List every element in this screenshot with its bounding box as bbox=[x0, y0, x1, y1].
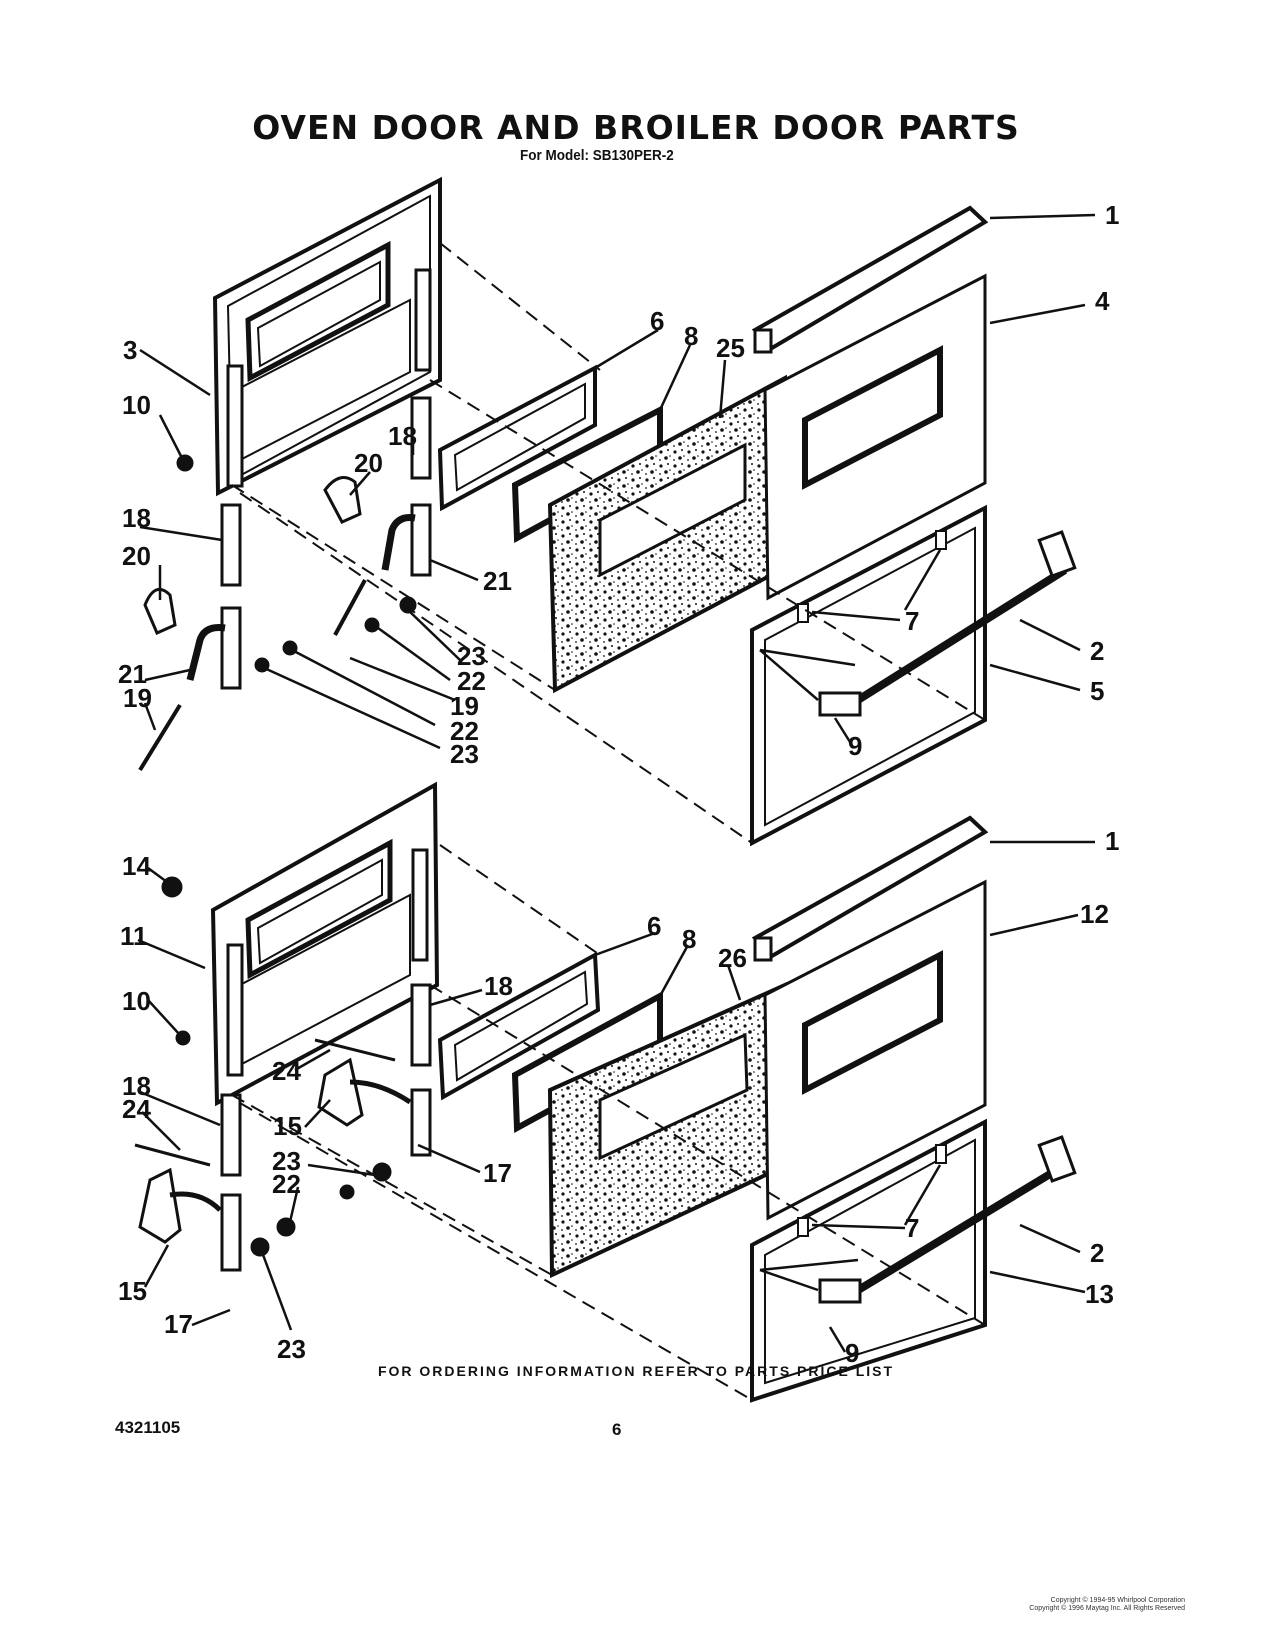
callout-18: 18 bbox=[122, 503, 151, 533]
callout-21: 21 bbox=[483, 566, 512, 596]
callout-8: 8 bbox=[684, 321, 698, 351]
callout-22: 22 bbox=[457, 666, 486, 696]
callout-17: 17 bbox=[164, 1309, 193, 1339]
callout-20: 20 bbox=[122, 541, 151, 571]
callout-17: 17 bbox=[483, 1158, 512, 1188]
callout-23: 23 bbox=[272, 1146, 301, 1176]
oven-door-assembly bbox=[138, 176, 1077, 847]
hinge-arm-left bbox=[186, 624, 226, 681]
callout-19: 19 bbox=[123, 683, 152, 713]
copyright-notice: Copyright © 1994-95 Whirlpool Corporatio… bbox=[985, 1597, 1185, 1613]
callout-22: 22 bbox=[272, 1169, 301, 1199]
rod-left bbox=[134, 1143, 211, 1167]
callout-9: 9 bbox=[845, 1338, 859, 1368]
callout-13: 13 bbox=[1085, 1279, 1114, 1309]
callout-8: 8 bbox=[682, 924, 696, 954]
page-number: 6 bbox=[612, 1420, 622, 1439]
callout-10: 10 bbox=[122, 390, 151, 420]
copyright-line-1: Copyright © 1994-95 Whirlpool Corporatio… bbox=[1050, 1597, 1185, 1604]
door-handle-oven bbox=[847, 566, 1068, 709]
callout-5: 5 bbox=[1090, 676, 1104, 706]
callout-11: 11 bbox=[120, 921, 148, 951]
callout-6: 6 bbox=[650, 306, 664, 336]
insulated-inner-door-broiler bbox=[547, 981, 790, 1279]
hinge-arm-right bbox=[381, 514, 416, 571]
hinge-spring-left bbox=[138, 703, 182, 772]
hinge-right-broiler bbox=[410, 983, 432, 1067]
callout-18: 18 bbox=[122, 1071, 151, 1101]
rod-right bbox=[314, 1038, 396, 1062]
callout-21: 21 bbox=[118, 659, 147, 689]
callout-24: 24 bbox=[272, 1056, 301, 1086]
callout-23: 23 bbox=[277, 1334, 306, 1364]
callout-9: 9 bbox=[848, 731, 862, 761]
callout-25: 25 bbox=[716, 333, 745, 363]
callout-24: 24 bbox=[122, 1094, 151, 1124]
callout-22: 22 bbox=[450, 716, 479, 746]
callout-1: 1 bbox=[1105, 826, 1119, 856]
callout-26: 26 bbox=[718, 943, 747, 973]
model-label: For Model: SB130PER-2 bbox=[520, 147, 674, 164]
callout-1: 1 bbox=[1105, 200, 1119, 230]
callout-14: 14 bbox=[122, 851, 151, 881]
window-frame-broiler bbox=[437, 951, 601, 1101]
callout-15: 15 bbox=[118, 1276, 147, 1306]
callout-18: 18 bbox=[484, 971, 513, 1001]
callout-12: 12 bbox=[1080, 899, 1109, 929]
callout-23: 23 bbox=[457, 641, 486, 671]
callout-19: 19 bbox=[450, 691, 479, 721]
door-handle-broiler bbox=[847, 1161, 1068, 1299]
latch-left bbox=[138, 1167, 182, 1244]
screw-14 bbox=[161, 876, 183, 898]
callout-23: 23 bbox=[450, 739, 479, 769]
latch-right bbox=[317, 1057, 364, 1127]
callout-20: 20 bbox=[354, 448, 383, 478]
copyright-line-2: Copyright © 1996 Maytag Inc. All Rights … bbox=[1029, 1605, 1185, 1612]
callout-10: 10 bbox=[122, 986, 151, 1016]
hinge-left-broiler bbox=[220, 1093, 242, 1177]
hinge-receiver-right bbox=[323, 476, 362, 524]
outer-door-panel-broiler bbox=[763, 879, 987, 1221]
leader-lines bbox=[137, 213, 1096, 1353]
hinge-left bbox=[220, 503, 242, 587]
document-number: 4321105 bbox=[115, 1418, 181, 1437]
callout-15: 15 bbox=[273, 1111, 302, 1141]
callout-6: 6 bbox=[647, 911, 661, 941]
window-frame-oven bbox=[437, 364, 597, 512]
inner-door-liner-broiler bbox=[210, 781, 440, 1107]
hinge-right bbox=[410, 396, 432, 480]
callout-3: 3 bbox=[123, 335, 137, 365]
ordering-note: FOR ORDERING INFORMATION REFER TO PARTS … bbox=[377, 1363, 895, 1379]
callout-18: 18 bbox=[388, 421, 417, 451]
callout-7: 7 bbox=[905, 1213, 919, 1243]
page-title: OVEN DOOR AND BROILER DOOR PARTS bbox=[252, 108, 1020, 147]
callout-2: 2 bbox=[1090, 636, 1104, 666]
callout-2: 2 bbox=[1090, 1238, 1104, 1268]
callout-7: 7 bbox=[905, 606, 919, 636]
broiler-door-assembly bbox=[134, 781, 1077, 1403]
hinge-spring-right bbox=[333, 579, 367, 636]
callout-4: 4 bbox=[1095, 286, 1110, 316]
